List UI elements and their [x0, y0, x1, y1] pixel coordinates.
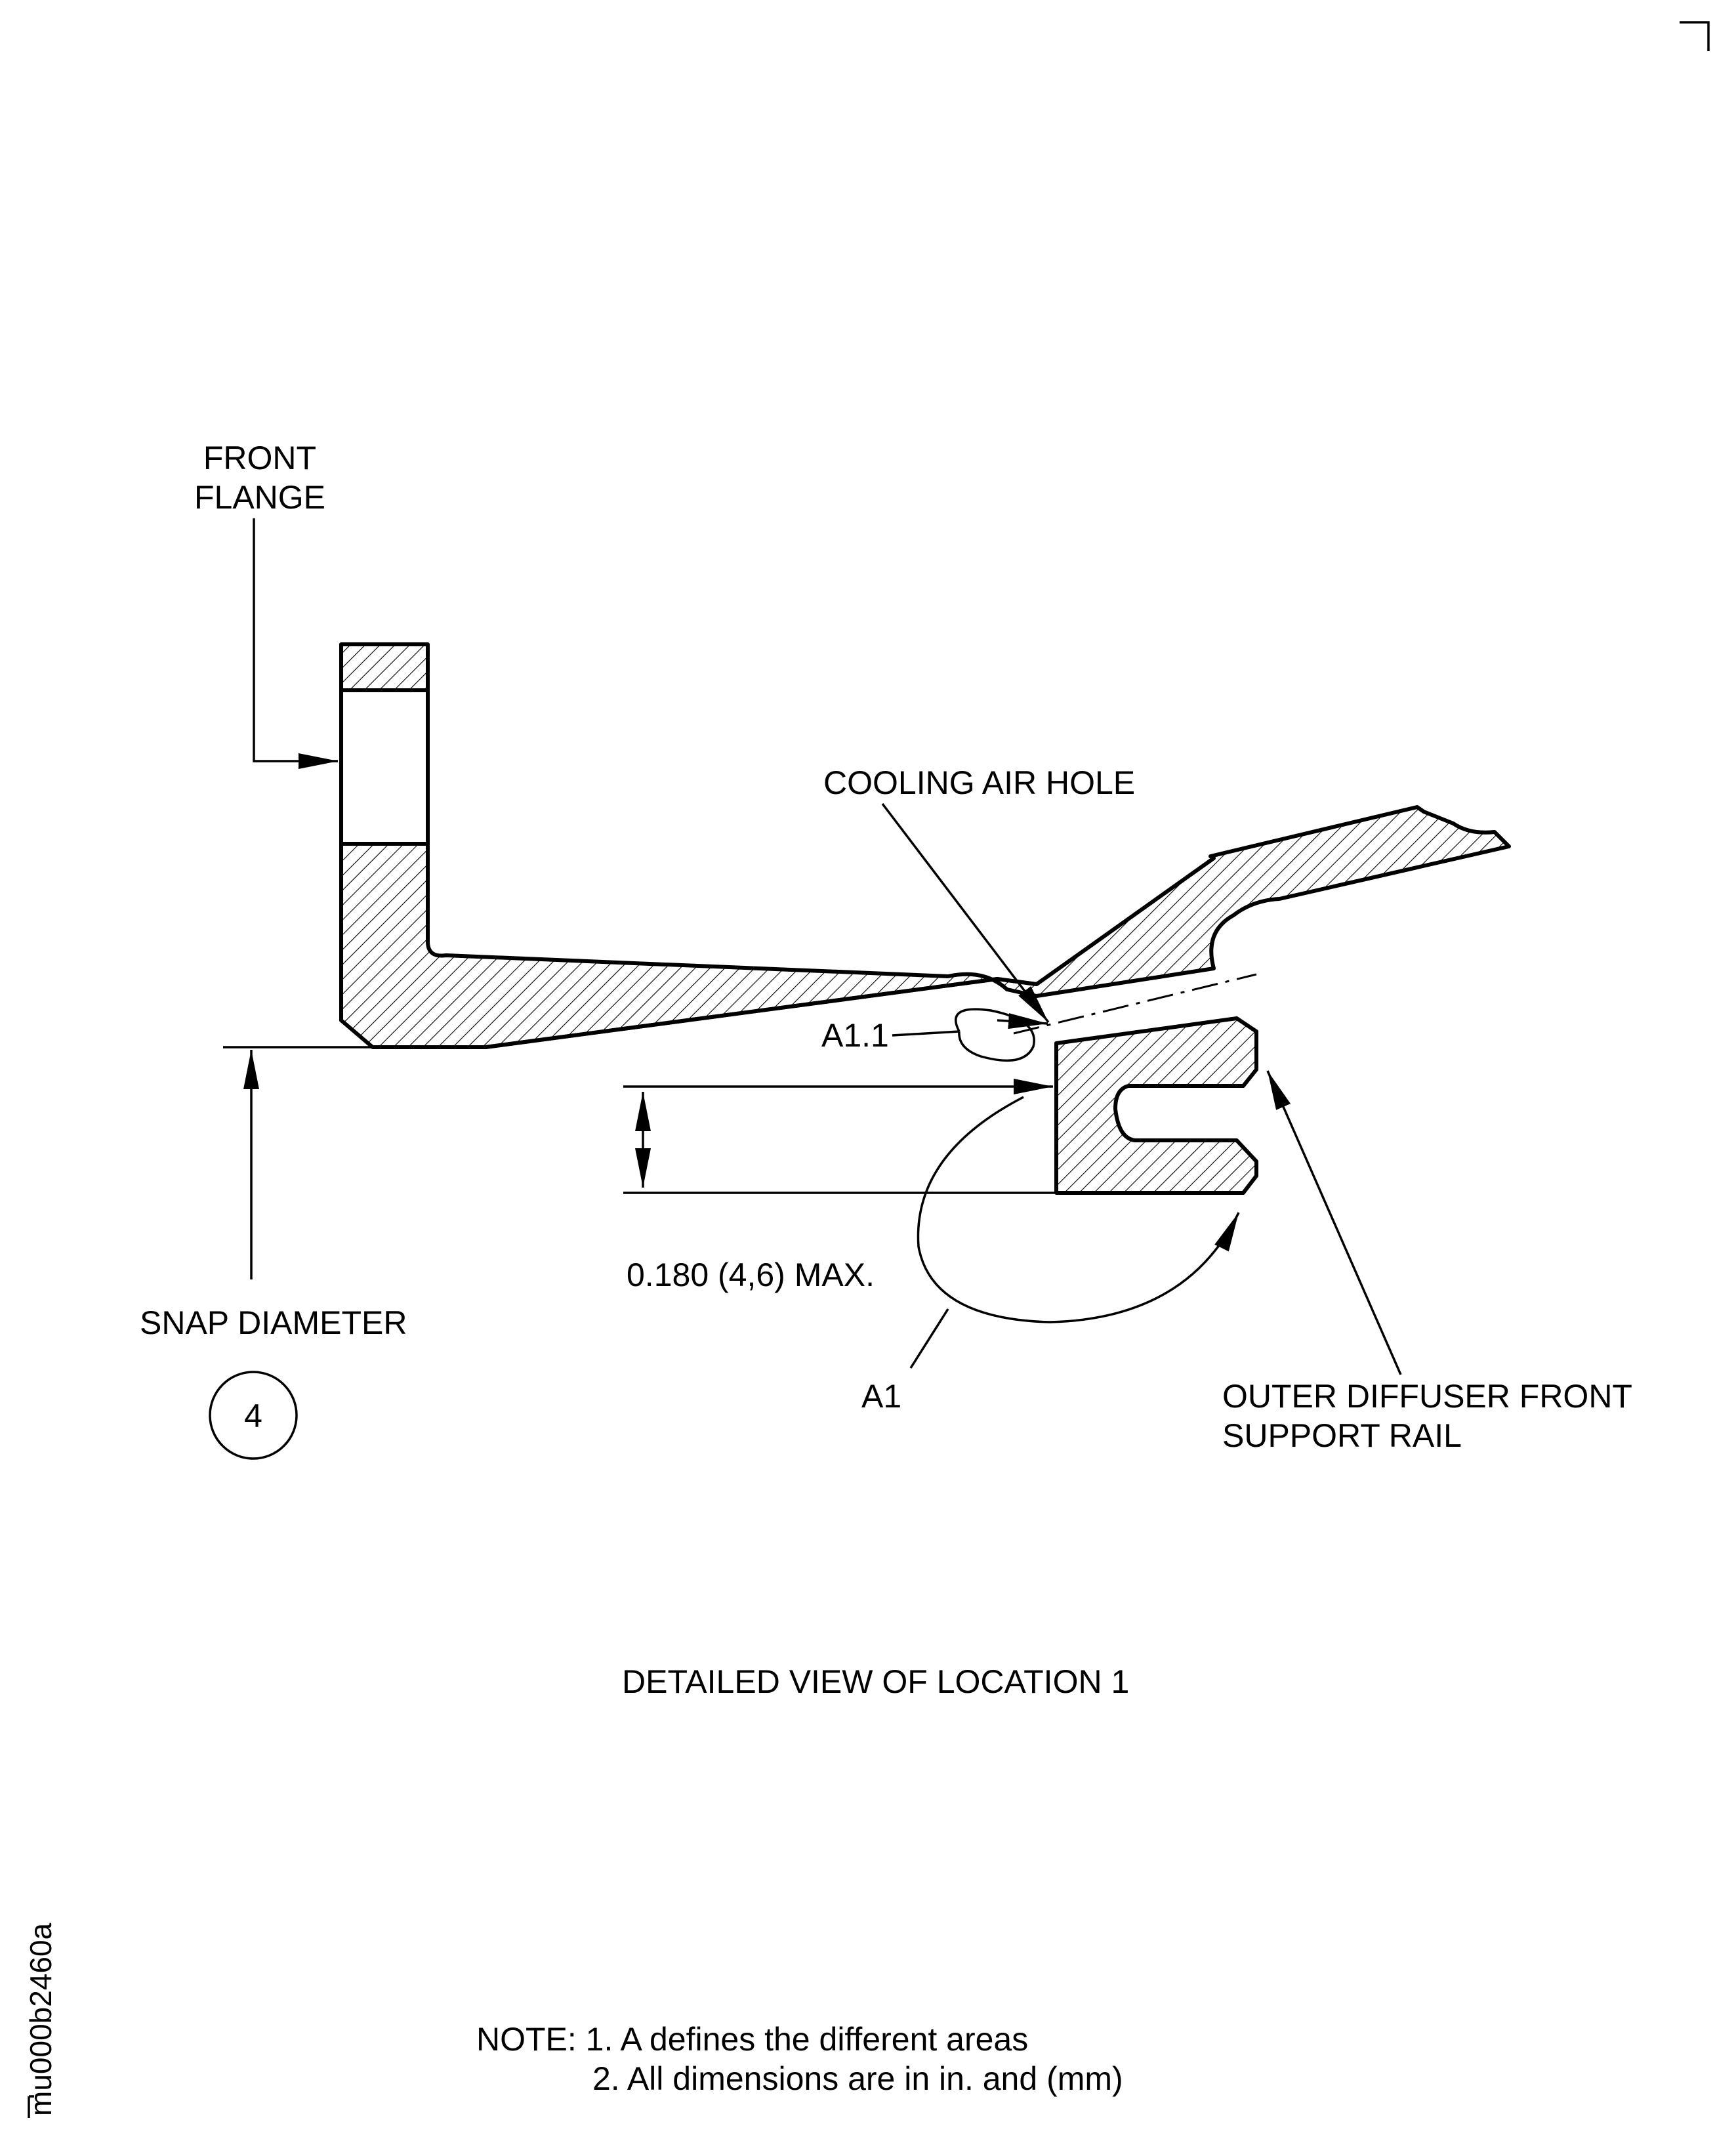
a1-label: A1 [861, 1378, 901, 1415]
snap-diameter-circle [209, 1371, 298, 1460]
flange-bolt-hole [343, 690, 426, 844]
drawing-id: mu000b2460a [24, 1922, 58, 2116]
note-line-1: NOTE: 1. A defines the different areas [476, 2021, 1028, 2058]
outer-diffuser-label: OUTER DIFFUSER FRONT [1222, 1378, 1632, 1415]
support-rail [1054, 1016, 1258, 1195]
drawing-id-bracket [28, 2095, 34, 2118]
a1-1-arrow [997, 1013, 1048, 1029]
snap-diameter-number: 4 [244, 1398, 262, 1434]
cooling-air-hole-leader [881, 802, 1050, 1024]
outer-diffuser-label: SUPPORT RAIL [1222, 1417, 1462, 1454]
dimension-label: 0.180 (4,6) MAX. [627, 1256, 875, 1293]
a1-loop [917, 1096, 1240, 1323]
a1-1-leader [892, 1030, 960, 1037]
front-flange-leader [253, 518, 338, 769]
cooling-air-hole-label: COOLING AIR HOLE [823, 764, 1135, 801]
note-line-2: 2. All dimensions are in in. and (mm) [592, 2060, 1123, 2097]
cooling-hole-centerline [1013, 973, 1257, 1035]
a1-1-label: A1.1 [821, 1017, 889, 1054]
front-flange-label: FRONT [203, 440, 316, 476]
front-flange-casing [339, 642, 1511, 1049]
corner-crop-mark [1680, 21, 1710, 51]
view-title: DETAILED VIEW OF LOCATION 1 [622, 1663, 1129, 1700]
a1-1-loop [955, 1008, 1035, 1062]
a1-leader [909, 1308, 949, 1369]
outer-diffuser-leader [1266, 1070, 1402, 1375]
front-flange-label: FLANGE [194, 479, 325, 516]
snap-diameter-label: SNAP DIAMETER [140, 1304, 407, 1341]
